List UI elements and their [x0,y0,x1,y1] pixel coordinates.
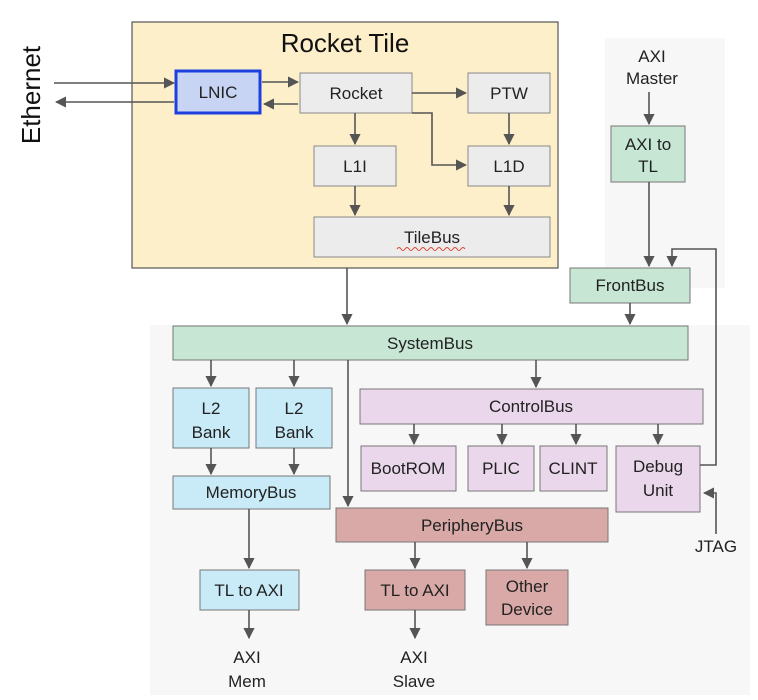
memorybus-box [172,475,331,510]
l1d-label: L1D [493,157,524,176]
l1i-box [313,145,397,187]
plic-label: PLIC [482,459,520,478]
tl-to-axi-mem-box [199,569,300,611]
memorybus-label: MemoryBus [206,483,297,502]
controlbus-box [359,388,704,425]
l2-bank-2-label-line1: L2 [285,399,304,418]
clint-box [539,445,608,492]
spellcheck-squiggle [396,247,466,251]
other-device-box [485,569,569,626]
clint-label: CLINT [548,459,597,478]
axi-slave-label-line2: Slave [393,672,436,691]
edge-jtag-to-debug-unit [702,487,717,534]
ptw-label: PTW [490,84,528,103]
axi-to-tl-box [610,125,686,183]
systembus-label: SystemBus [387,334,473,353]
axi-to-tl-label-line2: TL [638,157,658,176]
controlbus-label: ControlBus [489,397,573,416]
axi-to-tl-label-line1: AXI to [625,135,671,154]
tl-to-axi-slave-label: TL to AXI [380,581,449,600]
edge-rocket-to-l1d [412,112,468,171]
rocket-label: Rocket [330,84,383,103]
ethernet-label: Ethernet [16,45,46,144]
axi-master-label-line1: AXI [638,47,665,66]
edge-debug-unit-to-frontbus [666,248,717,466]
plic-box [467,445,535,492]
other-device-label-line2: Device [501,600,553,619]
peripherybus-box [335,507,609,543]
other-device-label-line1: Other [506,577,549,596]
lnic-label: LNIC [199,83,238,102]
frontbus-label: FrontBus [596,276,665,295]
bootrom-label: BootROM [371,459,446,478]
ptw-box [467,72,551,114]
tilebus-box [313,216,551,258]
axi-master-label-line2: Master [626,69,678,88]
l2-bank-1-box [172,387,250,449]
l1i-label: L1I [343,157,367,176]
l1d-box [467,145,551,187]
tilebus-label: TileBus [404,228,460,247]
l2-bank-1-label-line2: Bank [192,423,231,442]
debug-unit-label-line2: Unit [643,481,674,500]
jtag-label: JTAG [695,537,737,556]
peripherybus-label: PeripheryBus [421,516,523,535]
tl-to-axi-mem-label: TL to AXI [214,581,283,600]
debug-unit-box [615,445,701,513]
l2-bank-2-label-line2: Bank [275,423,314,442]
l2-bank-2-box [255,387,333,449]
l2-bank-1-label-line1: L2 [202,399,221,418]
axi-mem-label-line2: Mem [228,672,266,691]
rocket-tile-title: Rocket Tile [281,28,410,58]
lnic-box [174,69,262,115]
debug-unit-label-line1: Debug [633,457,683,476]
systembus-box [172,325,689,361]
bootrom-box [360,445,457,492]
axi-mem-label-line1: AXI [233,648,260,667]
axi-slave-label-line1: AXI [400,648,427,667]
